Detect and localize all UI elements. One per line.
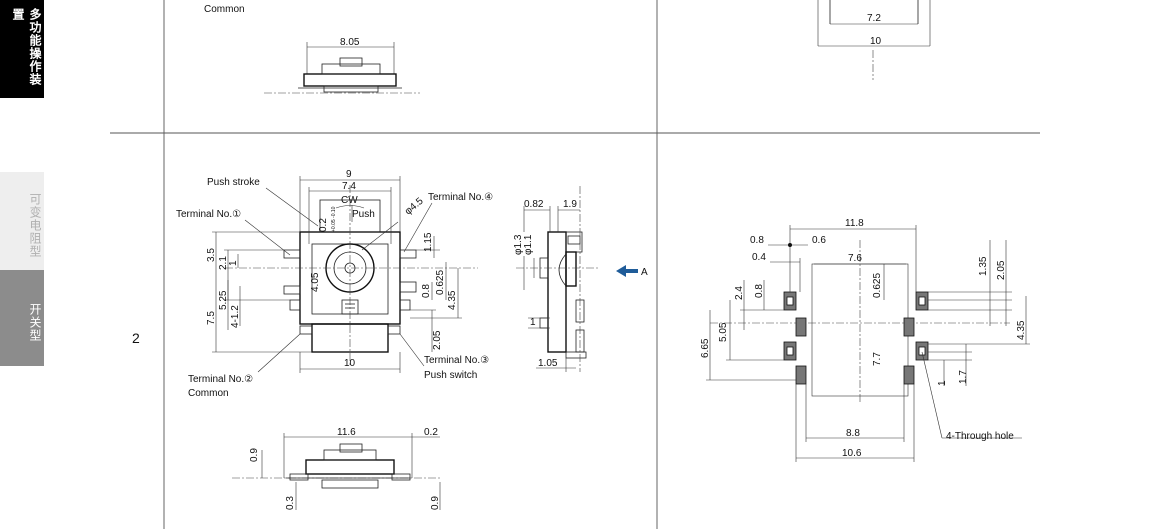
label-terminal-3: Terminal No.③ <box>424 355 489 366</box>
label-terminal-1: Terminal No.① <box>176 209 241 220</box>
dim-1-35: 1.35 <box>978 256 989 276</box>
dim-phi-1-1: φ1.1 <box>523 234 534 255</box>
dim-2-05: 2.05 <box>432 330 443 350</box>
dim-0-8: 0.8 <box>421 284 432 298</box>
dim-11-8: 11.8 <box>845 218 864 229</box>
sidebar-tab-label: 可变电阻型 <box>28 192 42 258</box>
label-terminal-4: Terminal No.④ <box>428 192 493 203</box>
dim-0-9-left: 0.9 <box>249 448 260 462</box>
dim-7-4: 7.4 <box>342 181 356 192</box>
label-push: Push <box>352 209 375 220</box>
dim-7-6: 7.6 <box>848 253 862 264</box>
dim-4-35: 4.35 <box>447 290 458 310</box>
top-right-partial: 7.2 10 <box>817 0 931 80</box>
label-common-2: Common <box>188 388 229 399</box>
label-tolerance: +0.05 -0.10 <box>331 206 337 232</box>
dim-0-2: 0.2 <box>424 427 438 438</box>
dim-0-82: 0.82 <box>524 199 544 210</box>
dim-5-05: 5.05 <box>718 322 729 342</box>
dim-8-8: 8.8 <box>846 428 860 439</box>
dim-4-05: 4.05 <box>310 272 321 292</box>
label-push-stroke: Push stroke <box>207 177 260 188</box>
dim-0-8-top: 0.8 <box>750 235 764 246</box>
sidebar-tab-label: 多功能操作装置 <box>11 8 42 86</box>
dim-5-25: 5.25 <box>218 290 229 310</box>
dim-0-3: 0.3 <box>285 496 296 510</box>
pcb-layout: 11.8 0.8 0.6 0.4 7.6 0.625 7.7 2.4 0.8 5… <box>700 218 1030 462</box>
dim-9: 9 <box>346 169 352 180</box>
bottom-view: 11.6 0.2 0.9 0.3 0.9 <box>232 427 441 510</box>
dim-3-5: 3.5 <box>206 248 217 262</box>
dim-phi-1-3: φ1.3 <box>513 234 524 255</box>
dim-7-5: 7.5 <box>206 311 217 325</box>
dim-0-6: 0.6 <box>812 235 826 246</box>
dim-7-2: 7.2 <box>867 13 881 24</box>
dim-11-6: 11.6 <box>337 427 356 438</box>
dim-1-15: 1.15 <box>423 232 434 252</box>
front-view: 9 7.4 Push stroke Terminal No.① Terminal… <box>176 169 493 399</box>
sidebar-tab-label: 开关型 <box>28 302 42 342</box>
dim-1-05: 1.05 <box>538 358 558 369</box>
dim-2-05-pcb: 2.05 <box>996 260 1007 280</box>
label-push-switch: Push switch <box>424 370 477 381</box>
dim-10-top: 10 <box>870 36 882 47</box>
dim-4-1-2: 4-1.2 <box>230 305 241 328</box>
dim-0-625-pcb: 0.625 <box>872 273 883 298</box>
view-label-a: A <box>641 267 648 278</box>
table-frame <box>110 0 1040 529</box>
sidebar-tab-multifunction[interactable]: 多功能操作装置 <box>0 0 44 98</box>
dim-0-8-left: 0.8 <box>754 284 765 298</box>
label-stroke-value: 0.2 <box>318 218 329 232</box>
dim-1-side: 1 <box>530 317 536 328</box>
dim-4-35-pcb: 4.35 <box>1016 320 1027 340</box>
dim-0-4: 0.4 <box>752 252 766 263</box>
dim-0-625: 0.625 <box>435 270 446 295</box>
side-view: 0.82 1.9 φ1.3 φ1.1 1 1.05 A <box>513 186 648 372</box>
dim-7-7: 7.7 <box>872 352 883 366</box>
sidebar-tab-variable-resistor[interactable]: 可变电阻型 <box>0 172 44 270</box>
dim-1-left: 1 <box>228 260 239 266</box>
label-through-hole: 4-Through hole <box>946 431 1014 442</box>
dim-6-65: 6.65 <box>700 338 711 358</box>
label-terminal-2: Terminal No.② <box>188 374 253 385</box>
dim-10-bottom: 10 <box>344 358 356 369</box>
label-cw: CW <box>341 195 358 206</box>
dim-1-9: 1.9 <box>563 199 577 210</box>
dim-2-4: 2.4 <box>734 286 745 300</box>
top-left-bottom-view: Common 8.05 <box>204 4 420 94</box>
dim-10-6: 10.6 <box>842 448 862 459</box>
dim-8-05: 8.05 <box>340 37 360 48</box>
row-number: 2 <box>132 330 140 346</box>
dim-2-1: 2.1 <box>218 256 229 270</box>
dim-1-pcb: 1 <box>937 380 948 386</box>
label-diameter: φ4.5 <box>403 195 426 217</box>
sidebar: 多功能操作装置 可变电阻型 开关型 <box>0 0 44 529</box>
view-arrow-icon <box>616 265 638 277</box>
dim-0-9-right: 0.9 <box>430 496 441 510</box>
sidebar-tab-switch-type[interactable]: 开关型 <box>0 270 44 366</box>
label-common: Common <box>204 4 245 15</box>
dim-1-7: 1.7 <box>958 370 969 384</box>
